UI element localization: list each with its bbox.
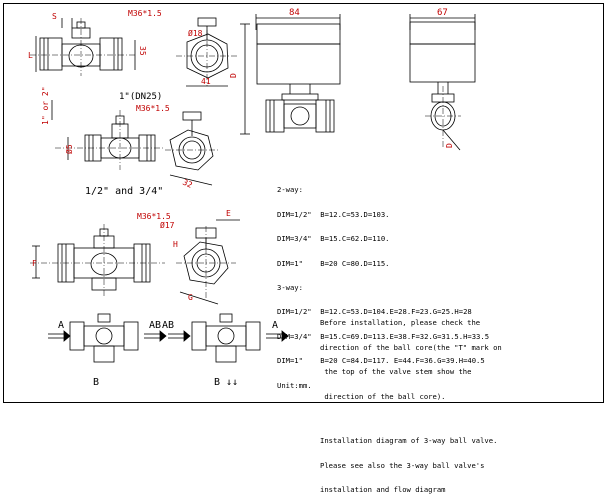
- installation-note: Before installation, please check the di…: [320, 305, 502, 503]
- label-d17: Ø17: [160, 220, 175, 230]
- label-67: 67: [437, 8, 448, 18]
- label-g: G: [188, 293, 193, 302]
- valve-half-side-view: [51, 100, 165, 170]
- spec-table: 2-way: DIM=1/2" B=12.C=53.D=103. DIM=3/4…: [277, 172, 489, 399]
- hex-nut-mid-view: [165, 111, 220, 186]
- spec-line: DIM=1" B=20 C=84.D=117. E=44.F=36.G=39.H…: [277, 356, 485, 366]
- note-line: [320, 417, 502, 423]
- inst-label-a1: A: [58, 320, 64, 331]
- inst-label-ab2: AB: [162, 320, 174, 331]
- label-m36-top: M36*1.5: [128, 9, 162, 18]
- label-35: 35: [138, 46, 147, 56]
- actuator-side-view: [409, 14, 476, 151]
- install-diagram-left: [48, 313, 167, 363]
- valve-technical-drawing: S M36*1.5 35 L Ø18 41 84 D: [28, 8, 476, 388]
- spec-line: 3-way:: [277, 283, 303, 293]
- label-d-side: D: [445, 143, 454, 148]
- label-84: 84: [289, 8, 300, 18]
- spec-line: DIM=1/2" B=12.C=53.D=104.E=28.F=23.G=25.…: [277, 307, 472, 317]
- label-l: L: [28, 51, 33, 60]
- label-h: H: [173, 240, 178, 249]
- label-d18: Ø18: [188, 28, 203, 38]
- spec-line: DIM=1/2" B=12.C=53.D=103.: [277, 209, 390, 219]
- install-diagram-right: [168, 313, 289, 363]
- label-1or2: 1" or 2": [41, 86, 50, 125]
- note-line: installation and flow diagram: [320, 485, 446, 495]
- label-d-front: D: [229, 73, 238, 78]
- valve-1in-side-view: [30, 18, 136, 76]
- note-line: direction of the ball core(the "T" mark …: [320, 342, 502, 352]
- spec-line: 2-way:: [277, 185, 303, 195]
- spec-line: DIM=1" B=20 C=80.D=115.: [277, 258, 390, 268]
- label-m36-low: M36*1.5: [137, 212, 171, 221]
- label-32: 32: [181, 178, 194, 190]
- label-41: 41: [201, 77, 211, 86]
- hex-nut-top-view: [176, 17, 238, 87]
- spec-line: DIM=3/4" B=15.C=69.D=113.E=38.F=32.G=31.…: [277, 331, 490, 341]
- note-line: direction of the ball core).: [320, 391, 446, 401]
- inst-label-b2: B ↓↓: [214, 377, 238, 388]
- spec-line: DIM=3/4" B=15.C=62.D=110.: [277, 234, 390, 244]
- inst-label-b1: B: [93, 377, 99, 388]
- label-m36-mid: M36*1.5: [136, 104, 170, 113]
- label-f: F: [32, 259, 37, 268]
- label-s: S: [52, 12, 57, 21]
- valve-3way-top-view: [176, 219, 240, 305]
- label-e: E: [226, 209, 231, 218]
- actuator-front-view: [240, 14, 341, 135]
- note-line: Before installation, please check the: [320, 318, 481, 328]
- caption-half-3q: 1/2" and 3/4": [85, 186, 163, 197]
- note-line: Please see also the 3-way ball valve's: [320, 460, 485, 470]
- inst-label-ab1: AB: [149, 320, 161, 331]
- note-line: the top of the valve stem show the: [320, 367, 472, 377]
- label-d5: Ø5: [64, 144, 74, 154]
- valve-3way-side-view: [30, 224, 165, 296]
- note-line: Installation diagram of 3-way ball valve…: [320, 436, 498, 446]
- inst-label-a2: A: [272, 320, 278, 331]
- spec-line: Unit:mm.: [277, 380, 312, 390]
- caption-1in: 1"(DN25): [119, 92, 162, 102]
